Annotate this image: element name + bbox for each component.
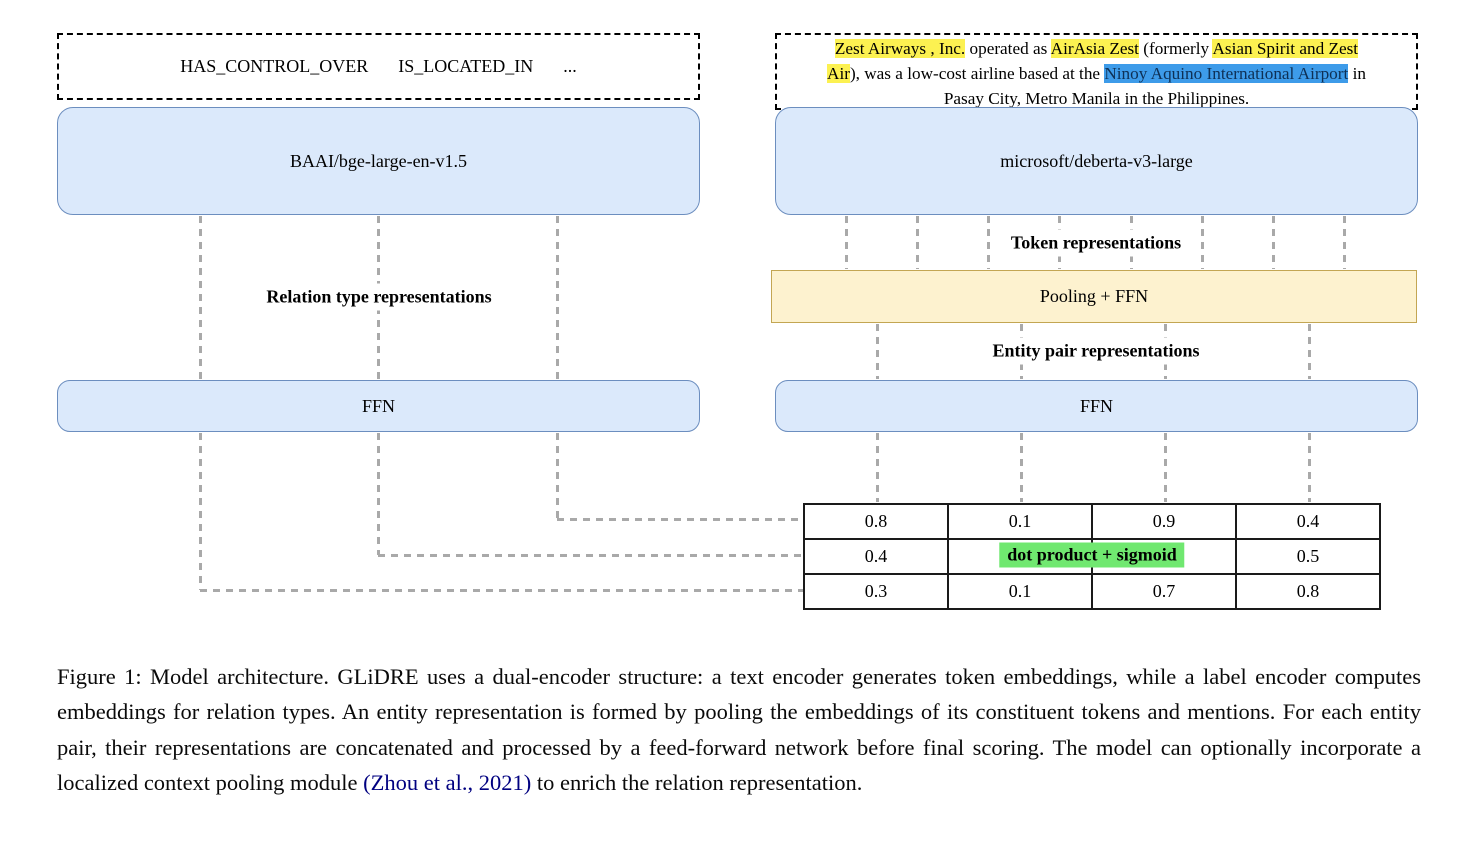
dashed-connector-vertical xyxy=(1019,433,1023,502)
text-encoder-name: microsoft/deberta-v3-large xyxy=(1000,150,1193,171)
relation-type-label: IS_LOCATED_IN xyxy=(398,56,534,76)
pooling-ffn-label: Pooling + FFN xyxy=(1039,286,1149,306)
text-encoder-box: microsoft/deberta-v3-large xyxy=(775,107,1418,215)
text-segment: Pasay City, Metro Manila in the Philippi… xyxy=(943,89,1250,108)
entity-mention-highlight: AirAsia Zest xyxy=(1050,39,1139,58)
dashed-connector-horizontal xyxy=(557,517,803,521)
ffn-label: FFN xyxy=(361,395,396,416)
score-cell: 0.8 xyxy=(1235,573,1381,610)
score-cell: 0.5 xyxy=(1235,538,1381,575)
ffn-label-encoder-box: FFN xyxy=(57,380,700,432)
entity-mention-highlight: Zest Airways , Inc. xyxy=(834,39,966,58)
text-segment: to enrich the relation representation. xyxy=(531,770,863,796)
score-cell: 0.4 xyxy=(1235,503,1381,540)
text-segment: ), was a low-cost airline based at the xyxy=(849,64,1105,83)
text-segment: operated as xyxy=(965,39,1051,58)
entity-pair-representations-label: Entity pair representations xyxy=(980,337,1212,365)
dashed-connector-vertical xyxy=(915,216,919,269)
input-sentence-box: Zest Airways , Inc. operated as AirAsia … xyxy=(775,33,1418,110)
dashed-connector-vertical xyxy=(1342,216,1346,269)
text-segment: Figure 1: Model architecture. GLiDRE use… xyxy=(57,663,1421,796)
dashed-connector-vertical xyxy=(376,433,380,555)
figure-caption: Figure 1: Model architecture. GLiDRE use… xyxy=(57,659,1421,801)
relation-type-label: HAS_CONTROL_OVER xyxy=(180,56,369,76)
dashed-connector-vertical xyxy=(1307,433,1311,502)
dashed-connector-vertical xyxy=(844,216,848,269)
label-encoder-name: BAAI/bge-large-en-v1.5 xyxy=(289,150,468,171)
score-cell: 0.1 xyxy=(947,573,1093,610)
relation-type-representations-label: Relation type representations xyxy=(254,283,504,311)
dashed-connector-horizontal xyxy=(200,588,803,592)
dashed-connector-vertical xyxy=(875,324,879,379)
citation-link[interactable]: (Zhou et al., 2021) xyxy=(363,770,532,796)
dashed-connector-vertical xyxy=(1307,324,1311,379)
ffn-entity-pair-box: FFN xyxy=(775,380,1418,432)
dashed-connector-vertical xyxy=(986,216,990,269)
score-cell: 0.3 xyxy=(803,573,949,610)
dashed-connector-vertical xyxy=(875,433,879,502)
token-representations-label: Token representations xyxy=(998,229,1194,257)
dashed-connector-vertical xyxy=(1271,216,1275,269)
dashed-connector-vertical xyxy=(1163,433,1167,502)
score-cell: 0.1 xyxy=(947,503,1093,540)
entity-mention-highlight: Ninoy Aquino International Airport xyxy=(1104,64,1349,83)
score-cell: 0.7 xyxy=(1091,573,1237,610)
dashed-connector-vertical xyxy=(1200,216,1204,269)
relation-types-input-box: HAS_CONTROL_OVER IS_LOCATED_IN ... xyxy=(57,33,700,100)
dashed-connector-horizontal xyxy=(378,553,803,557)
dashed-connector-vertical xyxy=(555,216,559,379)
entity-mention-highlight: Asian Spirit and Zest xyxy=(1212,39,1359,58)
dashed-connector-vertical xyxy=(555,433,559,519)
score-cell: 0.8 xyxy=(803,503,949,540)
label-encoder-box: BAAI/bge-large-en-v1.5 xyxy=(57,107,700,215)
text-segment: (formerly xyxy=(1138,39,1213,58)
score-cell: 0.9 xyxy=(1091,503,1237,540)
score-cell: 0.4 xyxy=(803,538,949,575)
ffn-label: FFN xyxy=(1079,395,1114,416)
dashed-connector-vertical xyxy=(198,216,202,379)
text-segment: in xyxy=(1348,64,1366,83)
dot-product-sigmoid-label: dot product + sigmoid xyxy=(999,542,1185,568)
dashed-connector-vertical xyxy=(198,433,202,590)
entity-mention-highlight: Air xyxy=(827,64,850,83)
relation-type-ellipsis: ... xyxy=(563,56,577,76)
pooling-ffn-box: Pooling + FFN xyxy=(771,270,1417,323)
